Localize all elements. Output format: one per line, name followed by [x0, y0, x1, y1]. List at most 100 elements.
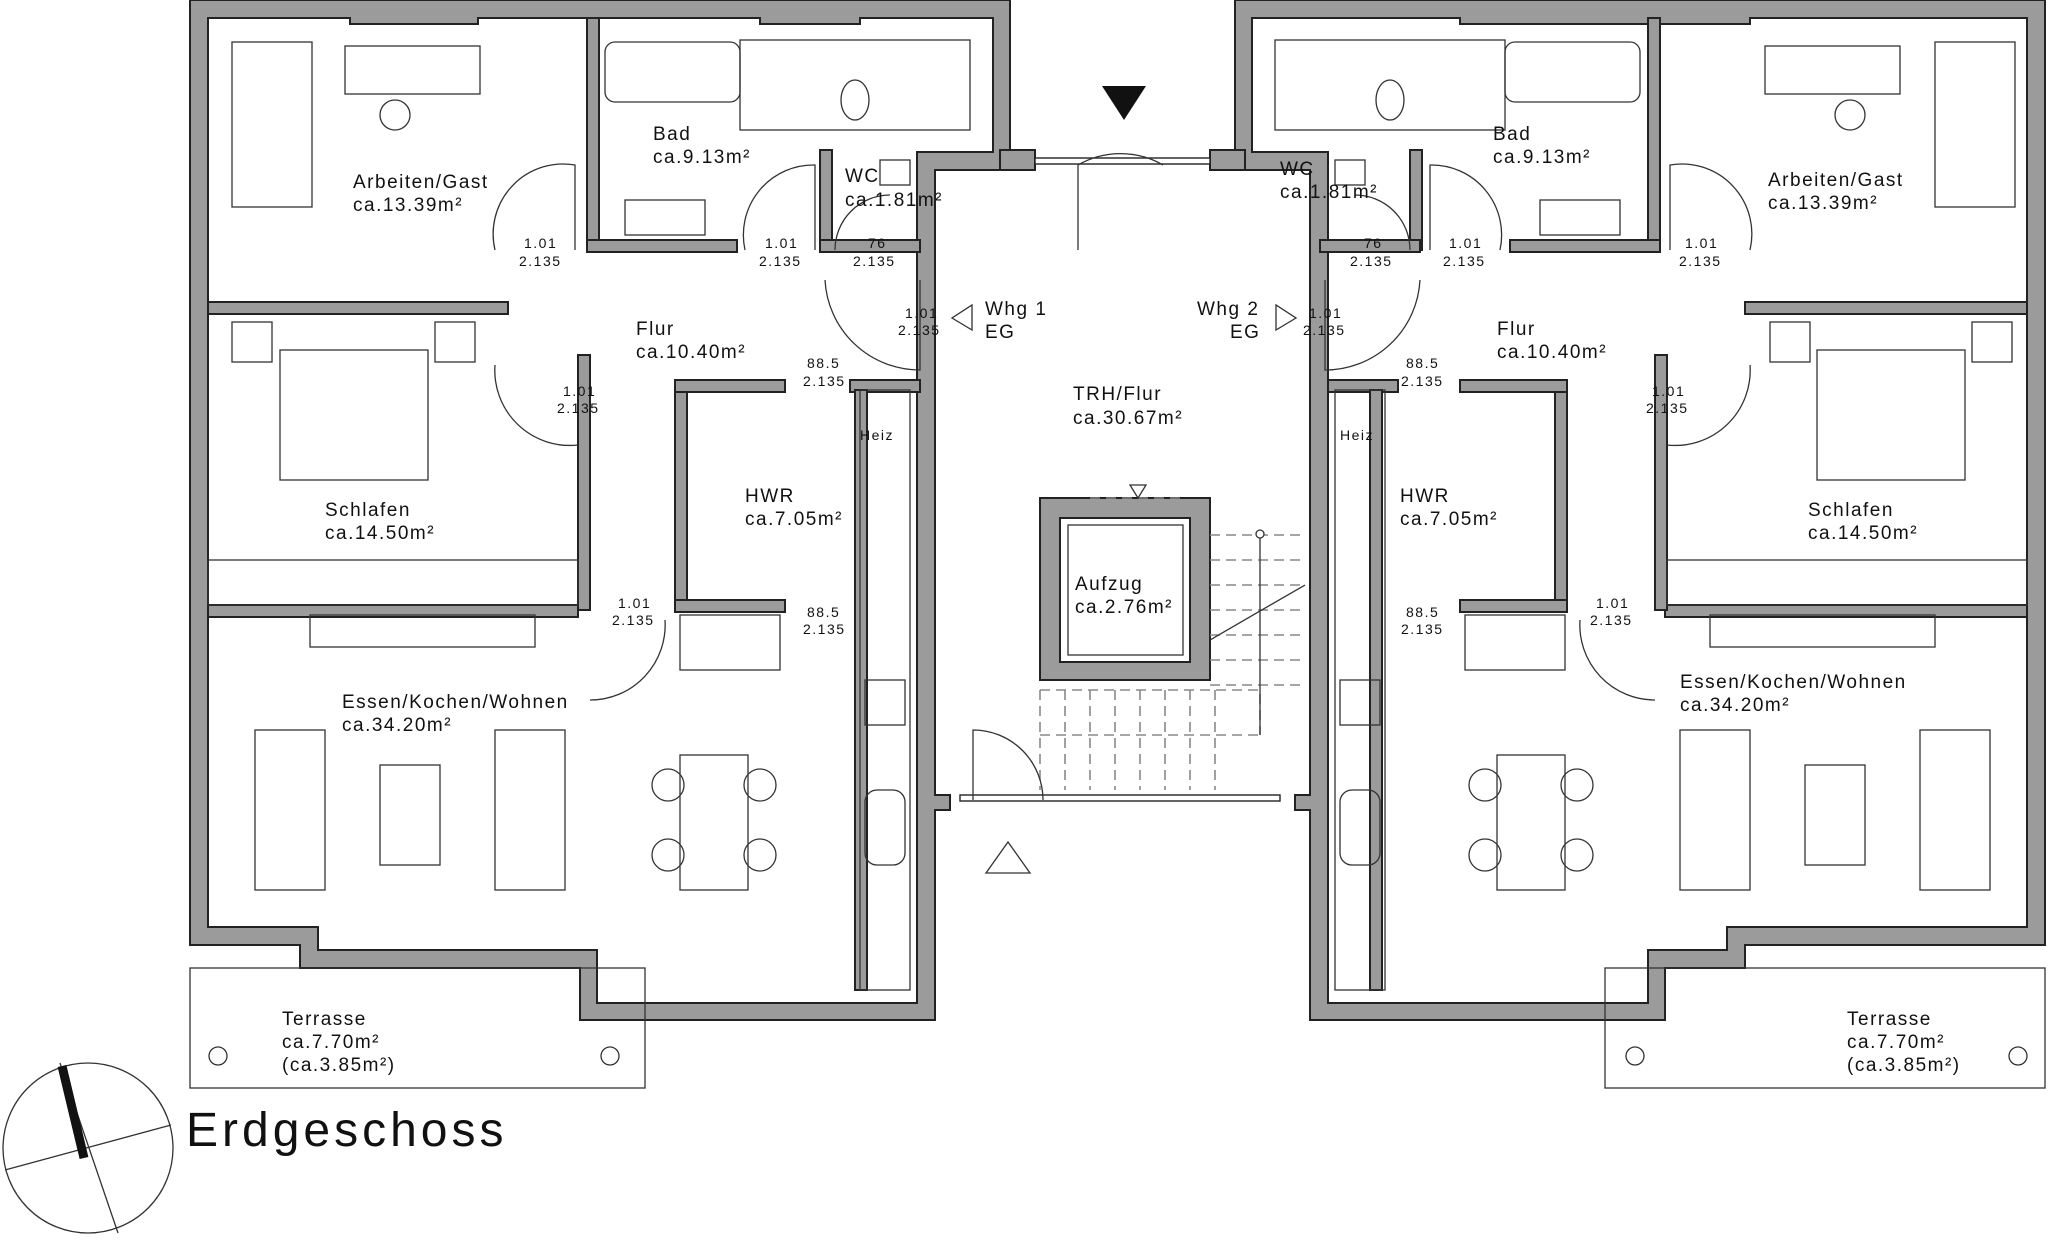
entry-arrow-top — [1102, 86, 1146, 120]
door-schlafen — [494, 364, 579, 447]
label-hwr-r: HWR — [1400, 486, 1450, 507]
nightstand-right-r — [1971, 321, 2013, 363]
label-terrasse-r: Terrasse — [1847, 1009, 1932, 1030]
north-arrow-icon — [57, 1064, 89, 1160]
label-terrasse: Terrasse — [282, 1009, 367, 1030]
drawing-title: Erdgeschoss — [186, 1104, 507, 1157]
stair-arrow — [1128, 484, 1148, 500]
desk — [344, 45, 481, 95]
dim-w: 76 — [1364, 235, 1383, 251]
dim-h: 2.135 — [557, 400, 600, 416]
label-arbeiten: Arbeiten/Gast — [353, 172, 489, 193]
wall-hwr-bottom — [674, 599, 786, 613]
label-wc-r: WC — [1280, 159, 1315, 180]
dim-w: 1.01 — [765, 235, 798, 251]
door-schlafen-r — [1666, 364, 1751, 447]
sofa-left-r — [1679, 729, 1751, 891]
label-wc: WC — [845, 166, 880, 187]
dim-h: 2.135 — [612, 612, 655, 628]
terrace-right — [1604, 967, 2046, 1089]
dim-h: 2.135 — [1401, 621, 1444, 637]
cooktop-r — [1339, 679, 1381, 726]
compass-axis-2 — [4, 1124, 172, 1171]
dim-h: 2.135 — [1443, 253, 1486, 269]
area-schlafen-r: ca.14.50m² — [1808, 523, 1918, 544]
nightstand-left — [231, 321, 273, 363]
terrace-post-4 — [2008, 1046, 2028, 1066]
dim-h: 2.135 — [803, 373, 846, 389]
wall-hwr-top-r — [1459, 379, 1568, 393]
kitchen-counter — [859, 389, 911, 991]
dim-w: 1.01 — [905, 305, 938, 321]
label-hwr: HWR — [745, 486, 795, 507]
heiz-label-r: Heiz — [1340, 427, 1374, 443]
nightstand-left-r — [1769, 321, 1811, 363]
bed-double-r — [1816, 349, 1966, 481]
dim-w: 76 — [868, 235, 887, 251]
toilet — [840, 79, 870, 121]
nightstand-right — [434, 321, 476, 363]
door-wohnung-2 — [1324, 279, 1421, 371]
sink-r — [1339, 789, 1381, 866]
dim-w: 1.01 — [1685, 235, 1718, 251]
door-arbeiten — [492, 163, 576, 251]
chair-r — [1834, 99, 1866, 131]
wall-hwr-right-r — [1554, 379, 1568, 611]
wardrobe — [207, 559, 579, 606]
floor-whg1: EG — [985, 322, 1015, 343]
furniture-right — [1274, 39, 2046, 1089]
wall-arbeiten-bad — [586, 17, 600, 247]
chair — [379, 99, 411, 131]
hwr-cabinets — [679, 614, 781, 671]
dim-w: 88.5 — [1406, 604, 1439, 620]
stair-run — [1039, 497, 1305, 790]
dim-h: 2.135 — [1590, 612, 1633, 628]
wc-basin — [879, 159, 911, 186]
entry-door — [1077, 152, 1164, 250]
area-bad: ca.9.13m² — [653, 147, 751, 168]
dim-h: 2.135 — [1679, 253, 1722, 269]
area-trh: ca.30.67m² — [1073, 408, 1183, 429]
door-wc — [834, 194, 891, 251]
elevator-shaft — [1039, 497, 1211, 681]
dim-w: 1.01 — [563, 383, 596, 399]
wall-hwr-left — [674, 379, 688, 611]
label-aufzug: Aufzug — [1075, 574, 1143, 595]
dim-h: 2.135 — [1303, 322, 1346, 338]
area-wc-r: ca.1.81m² — [1280, 182, 1378, 203]
dining-table — [679, 754, 749, 891]
dining-chair-4-r — [1560, 838, 1594, 872]
dim-w: 1.01 — [618, 595, 651, 611]
exterior-wall-left — [189, 0, 1031, 1021]
sofa-right-r — [1919, 729, 1991, 891]
label-bad: Bad — [653, 124, 691, 145]
wall-wc-bottom-r — [1319, 239, 1421, 253]
stairwell-entry-wall-left — [999, 149, 1036, 171]
sofa-right — [494, 729, 566, 891]
area-hwr-r: ca.7.05m² — [1400, 509, 1498, 530]
terrace-left — [189, 967, 646, 1089]
unit-left — [189, 0, 1031, 1021]
dim-w: 88.5 — [1406, 355, 1439, 371]
wall-hwr-bottom-r — [1459, 599, 1568, 613]
dim-h: 2.135 — [519, 253, 562, 269]
door-swings — [492, 163, 1753, 701]
dim-w: 1.01 — [1449, 235, 1482, 251]
wall-wc-bottom — [819, 239, 921, 253]
dim-w: 88.5 — [807, 355, 840, 371]
area-essen: ca.34.20m² — [342, 715, 452, 736]
area-terrasse: ca.7.70m² — [282, 1032, 380, 1053]
dim-h: 2.135 — [898, 322, 941, 338]
label-schlafen-r: Schlafen — [1808, 500, 1894, 521]
wall-bad-bottom-r — [1509, 239, 1661, 253]
area-aufzug: ca.2.76m² — [1075, 597, 1173, 618]
bed-single-r — [1934, 41, 2016, 208]
wall-arbeiten-flur — [207, 301, 509, 315]
stair-rail — [1209, 535, 1306, 735]
door-dimensions: 1.01 2.135 1.01 2.135 76 2.135 1.01 2.13… — [519, 235, 1722, 637]
label-bad-r: Bad — [1493, 124, 1531, 145]
washbasin-r — [1539, 199, 1621, 236]
label-flur: Flur — [636, 319, 675, 340]
dim-h: 2.135 — [853, 253, 896, 269]
dim-h: 2.135 — [1401, 373, 1444, 389]
